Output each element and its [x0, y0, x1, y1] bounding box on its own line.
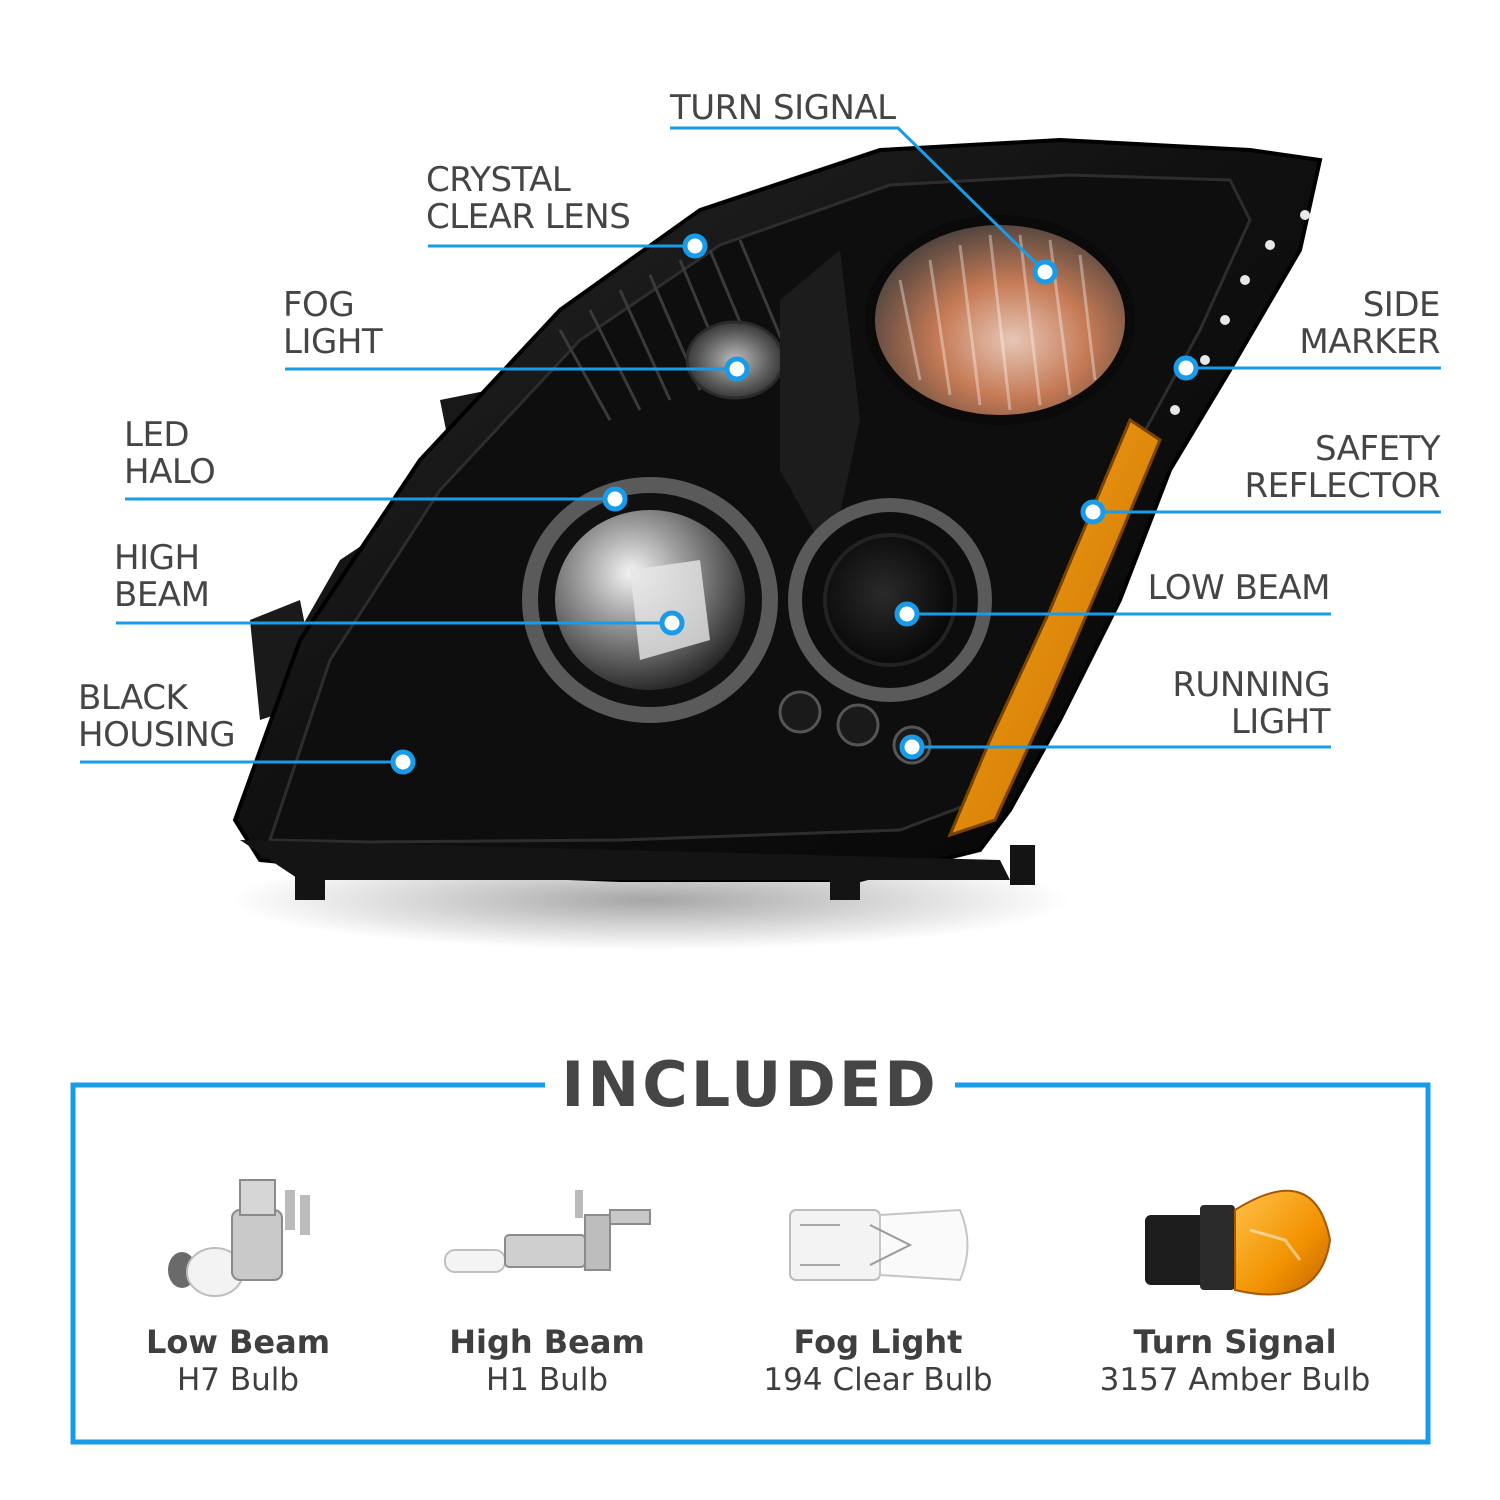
bulb-label-high-beam: High Beam H1 Bulb — [387, 1323, 707, 1399]
callout-high-beam-line-2: BEAM — [114, 575, 210, 615]
bulb-label-fog-light: Fog Light 194 Clear Bulb — [718, 1323, 1038, 1399]
194-bulb-icon — [789, 1208, 969, 1282]
bulb-name: Fog Light — [793, 1323, 963, 1361]
callout-running-light-line-1: RUNNING — [1172, 665, 1330, 705]
callout-safety-reflector: SAFETY REFLECTOR — [1244, 429, 1441, 506]
callout-led-halo-line-2: HALO — [124, 452, 216, 492]
bulb-spec: 3157 Amber Bulb — [1099, 1362, 1371, 1398]
callout-side-marker-line-2: MARKER — [1299, 322, 1440, 362]
running-light-2 — [836, 703, 880, 747]
callout-high-beam: HIGH BEAM — [114, 538, 210, 615]
callout-fog-light-line-1: FOG — [283, 285, 355, 325]
callout-crystal-clear-lens-line-2: CLEAR LENS — [426, 197, 631, 237]
callout-dot-black-housing — [390, 749, 416, 775]
callout-led-halo: LED HALO — [124, 415, 216, 492]
callout-running-light-line-2: LIGHT — [1230, 702, 1331, 742]
callout-black-housing-line-2: HOUSING — [78, 715, 236, 755]
callout-crystal-clear-lens-line-1: CRYSTAL — [426, 160, 571, 200]
callout-lines — [80, 126, 1441, 764]
bulb-name: Low Beam — [145, 1323, 331, 1361]
callout-black-housing-line-1: BLACK — [78, 678, 188, 718]
callout-turn-signal: TURN SIGNAL — [670, 90, 896, 127]
running-light-1 — [778, 690, 822, 734]
callout-dot-crystal-lens — [682, 233, 708, 259]
safety-reflector-amber — [947, 417, 1162, 838]
mount-tab-bottom-left — [295, 875, 325, 900]
h7-bulb-icon — [168, 1179, 310, 1297]
callout-led-halo-line-1: LED — [124, 415, 190, 455]
callout-turn-signal-line-1: TURN SIGNAL — [670, 88, 896, 128]
bulb-name: Turn Signal — [1133, 1323, 1337, 1361]
callout-dot-low-beam — [894, 601, 920, 627]
bulb-spec: H1 Bulb — [485, 1362, 609, 1398]
included-title: INCLUDED — [548, 1050, 952, 1120]
callout-safety-reflector-line-2: REFLECTOR — [1244, 466, 1441, 506]
callout-dot-safety-reflector — [1080, 499, 1106, 525]
bulb-name: High Beam — [449, 1323, 645, 1361]
bulb-label-low-beam: Low Beam H7 Bulb — [78, 1323, 398, 1399]
callout-high-beam-line-1: HIGH — [114, 538, 200, 578]
callout-side-marker-line-1: SIDE — [1362, 285, 1441, 325]
callout-dot-high-beam — [659, 610, 685, 636]
callout-dot-running-light — [899, 734, 925, 760]
bulb-spec: 194 Clear Bulb — [763, 1362, 993, 1398]
side-marker-leds — [1170, 210, 1310, 415]
callout-dot-fog-light — [724, 356, 750, 382]
mount-tab-bottom-right — [1010, 845, 1035, 885]
callout-fog-light-line-2: LIGHT — [283, 322, 383, 362]
callout-crystal-clear-lens: CRYSTAL CLEAR LENS — [426, 160, 631, 237]
bulb-label-turn-signal: Turn Signal 3157 Amber Bulb — [1075, 1323, 1395, 1399]
low-beam-projector — [823, 533, 957, 667]
included-frame — [70, 1082, 1431, 1445]
turn-signal-ribs — [898, 234, 1097, 411]
mount-tab-bottom-mid — [830, 870, 860, 900]
callout-dot-led-halo — [602, 486, 628, 512]
turn-signal-lens — [865, 215, 1135, 425]
callout-low-beam-line-1: LOW BEAM — [1147, 568, 1331, 608]
center-divider — [780, 250, 860, 560]
callout-safety-reflector-line-1: SAFETY — [1314, 429, 1441, 469]
callout-dots — [390, 233, 1199, 775]
bulb-spec: H7 Bulb — [176, 1362, 300, 1398]
callout-low-beam: LOW BEAM — [1147, 568, 1331, 608]
callout-dot-side-marker — [1173, 355, 1199, 381]
housing-bottom-lip — [240, 840, 1010, 880]
high-beam-bulb — [630, 560, 710, 660]
h1-bulb-icon — [444, 1190, 651, 1273]
callout-dot-turn-signal — [1032, 259, 1058, 285]
callout-fog-light: FOG LIGHT — [283, 285, 383, 362]
callout-side-marker: SIDE MARKER — [1299, 287, 1440, 361]
callout-running-light: RUNNING LIGHT — [1172, 667, 1330, 741]
3157-amber-bulb-icon — [1145, 1189, 1332, 1296]
callout-black-housing: BLACK HOUSING — [78, 678, 236, 755]
